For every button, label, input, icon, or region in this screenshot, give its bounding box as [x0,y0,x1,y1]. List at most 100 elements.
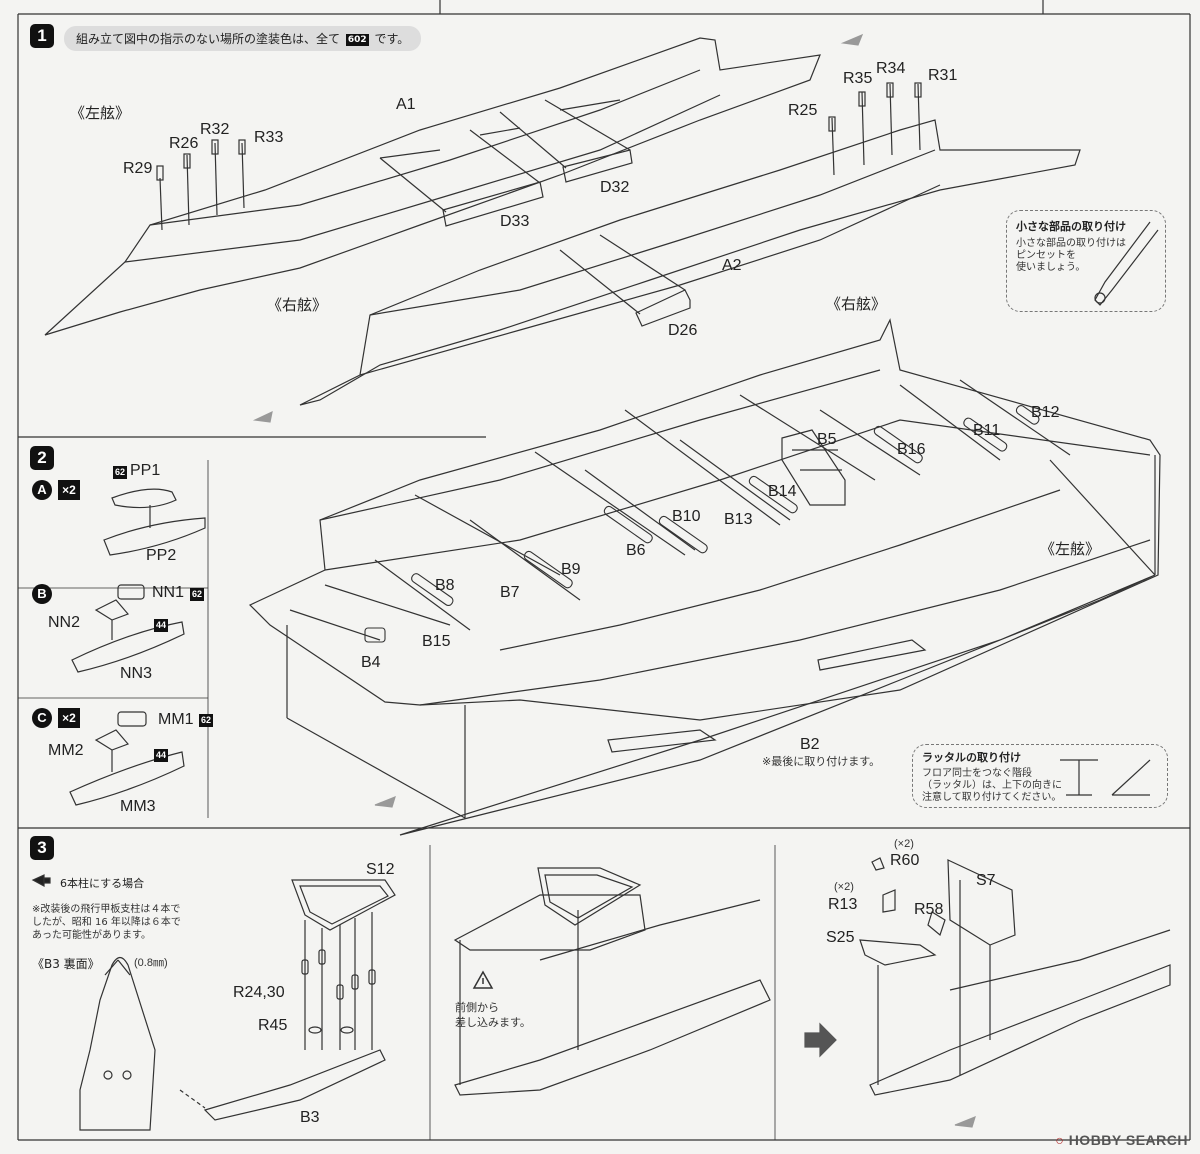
part-r24-30-label: R24,30 [233,984,285,1001]
step-1-instruction: 組み立て図中の指示のない場所の塗装色は、全て 602 です。 [64,26,422,51]
option-note-3: あった可能性があります。 [32,930,151,941]
s12-b3-assembly [179,879,396,1121]
part-d33-d32 [379,99,633,227]
r60-qty: (×2) [894,838,914,850]
starboard-label-step2: 《右舷》 [826,295,887,313]
part-d26-label: D26 [668,322,698,339]
b3-back-view [79,956,156,1131]
part-nn3-label: NN3 [120,665,153,682]
port-label-step2: 《左舷》 [1040,540,1101,558]
step-1-badge: 1 [30,24,54,48]
sub-a-badge: A [32,480,52,500]
instruction-suffix: です。 [374,32,410,46]
boat-nn [71,584,185,673]
mm3-color-chip: 44 [154,749,169,762]
caution-icon [472,970,494,989]
a2-pins [828,82,922,176]
part-b7-label: B7 [500,584,520,601]
part-b2-deck [286,455,1156,836]
part-a2-label: A2 [722,257,742,274]
beams [289,379,1071,641]
boat-pp [103,488,206,556]
a1-pins [156,139,246,231]
part-b9-label: B9 [561,561,581,578]
tweezers-tip-line2: ピンセットを [1016,250,1076,261]
watermark-text: HOBBY SEARCH [1068,1132,1188,1148]
part-d33-label: D33 [500,213,530,230]
part-b14-label: B14 [768,483,797,500]
starboard-label-step1: 《右舷》 [267,296,328,314]
part-r33-label: R33 [254,129,284,146]
part-r29-label: R29 [123,160,153,177]
step-2-badge: 2 [30,446,54,470]
instruction-text: 組み立て図中の指示のない場所の塗装色は、全て [76,32,341,46]
port-label-step1: 《左舷》 [70,104,131,122]
option-title: 6本柱にする場合 [60,877,145,890]
b3-back-label: 《B3 裏面》 [32,957,100,971]
part-b12-label: B12 [1031,404,1060,421]
part-b13-label: B13 [724,511,753,528]
part-mm3-label: MM3 [120,798,156,815]
ladder-tip-title: ラッタルの取り付け [922,751,1021,764]
ladder-tip-box [912,744,1168,808]
watermark: ○ HOBBY SEARCH [1055,1132,1188,1148]
ladder-tip-line3: 注意して取り付けてください。 [922,792,1062,803]
part-b5-label: B5 [817,431,837,448]
ladder-illustration [1060,759,1151,796]
part-b14-frame [781,429,846,506]
tweezers-tip-title: 小さな部品の取り付け [1016,220,1126,233]
part-d26 [559,234,691,327]
tweezers-tip-box [1006,210,1166,312]
tweezers-illustration [1094,221,1159,306]
boat-mm [69,711,185,806]
part-r45-label: R45 [258,1017,288,1034]
part-b8-label: B8 [435,577,455,594]
part-b6-label: B6 [626,542,646,559]
part-r34-label: R34 [876,60,906,77]
nn3-color-chip: 44 [154,619,169,632]
part-b2-label: B2 [800,736,820,753]
ladder-tip-line2: （ラッタル）は、上下の向きに [922,780,1062,791]
option-arrow-icon [31,874,51,888]
part-b3-label: B3 [300,1109,320,1126]
part-d32-label: D32 [600,179,630,196]
part-pp1-label: PP1 [130,462,161,479]
part-b16-label: B16 [897,441,926,458]
part-r60-label: R60 [890,852,920,869]
pp1-color-chip: 62 [113,466,128,479]
sub-b-badge: B [32,584,52,604]
front-note-1: 前側から [455,1001,499,1014]
part-nn2-label: NN2 [48,614,81,631]
r13-qty: (×2) [834,881,854,893]
part-a1-label: A1 [396,96,416,113]
part-b4-label: B4 [361,654,381,671]
part-r35-label: R35 [843,70,873,87]
front-note-2: 差し込みます。 [455,1016,531,1029]
part-s12-label: S12 [366,861,395,878]
s7-install-view [859,857,1171,1096]
nn1-color-chip: 62 [190,588,205,601]
part-s25-label: S25 [826,929,855,946]
tweezers-tip-line3: 使いましょう。 [1016,262,1086,273]
hull-assembly [248,318,1161,721]
option-note-1: ※改装後の飛行甲板支柱は４本で [32,904,181,915]
hull-a1-port [44,37,821,336]
part-mm1-label: MM1 [158,711,194,728]
option-note-2: したが、昭和 16 年以降は６本で [32,917,181,928]
part-r32-label: R32 [200,121,230,138]
part-r26-label: R26 [169,135,199,152]
part-r25-label: R25 [788,102,818,119]
s12-install-view [453,867,771,1096]
ladder-tip-line1: フロア同士をつなぐ階段 [922,768,1032,779]
part-r13-label: R13 [828,896,858,913]
step-3-badge: 3 [30,836,54,860]
part-b15-label: B15 [422,633,451,650]
tweezers-tip-line1: 小さな部品の取り付けは [1016,238,1126,249]
part-b10-label: B10 [672,508,701,525]
b2-note: ※最後に取り付けます。 [762,755,881,768]
part-b11-label: B11 [973,422,1001,439]
part-nn1-label: NN1 [152,584,185,601]
watermark-logo-icon: ○ [1055,1132,1065,1148]
sub-c-qty: ×2 [58,708,80,728]
direction-arrows [252,33,976,1128]
